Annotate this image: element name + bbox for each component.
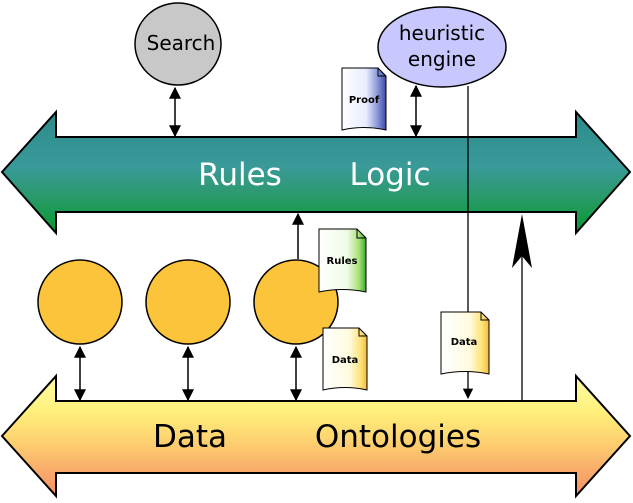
data-document-right-label: Data xyxy=(451,337,478,348)
data-document-right-icon xyxy=(440,311,490,375)
data-document-left-icon xyxy=(322,327,368,391)
search-node: Search xyxy=(134,2,222,86)
heuristic-engine-node: heuristic engine xyxy=(377,6,507,88)
heuristic-label-line1: heuristic xyxy=(399,21,485,45)
proof-document-icon xyxy=(341,67,387,131)
rules-document-label: Rules xyxy=(327,256,358,267)
band-label-ontologies: Ontologies xyxy=(315,419,481,455)
data-sources xyxy=(37,259,339,345)
band-label-logic: Logic xyxy=(349,157,430,193)
heuristic-label-line2: engine xyxy=(408,47,476,71)
data-circle-1 xyxy=(37,259,123,345)
data-ontologies-double-arrow xyxy=(0,373,632,499)
data-to-logic-arrowhead xyxy=(512,214,532,268)
data-circle-3 xyxy=(253,259,339,345)
rules-logic-band: Rules Logic xyxy=(0,109,632,236)
band-label-rules: Rules xyxy=(198,157,282,193)
rules-document: Rules xyxy=(318,228,367,293)
data-document-right: Data xyxy=(440,311,490,375)
rules-logic-double-arrow xyxy=(0,109,632,236)
data-document-left-label: Data xyxy=(332,355,359,366)
proof-document: Proof xyxy=(341,67,387,131)
rules-document-icon xyxy=(318,228,367,293)
data-ontologies-band: Data Ontologies xyxy=(0,373,632,499)
search-label: Search xyxy=(147,31,216,55)
heuristic-engine-ellipse xyxy=(377,6,507,88)
proof-document-label: Proof xyxy=(349,95,380,106)
data-circle-2 xyxy=(145,259,231,345)
band-label-data: Data xyxy=(153,419,227,455)
data-document-left: Data xyxy=(322,327,368,391)
search-ellipse xyxy=(134,2,222,86)
